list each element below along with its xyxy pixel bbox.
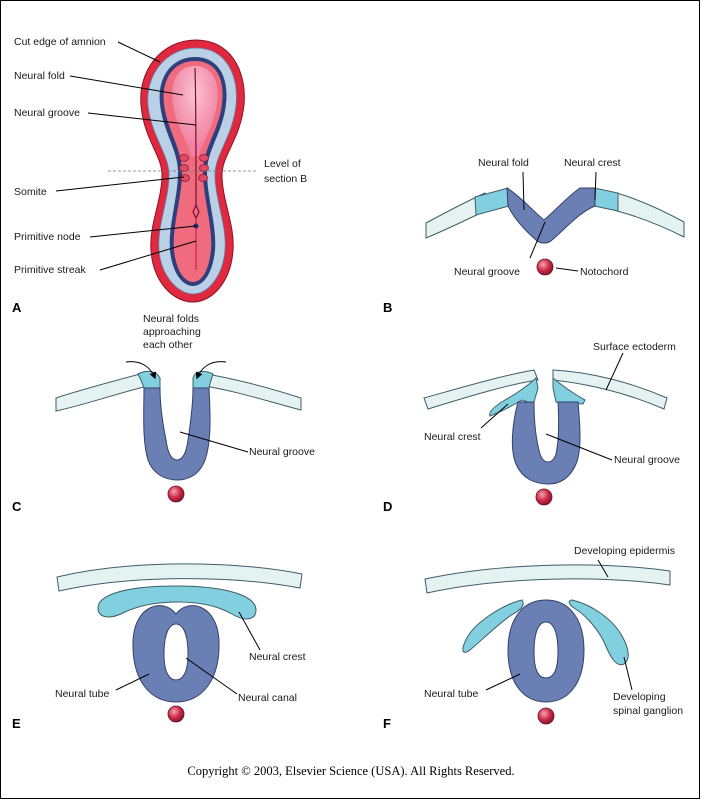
label-spinal-ganglion: spinal ganglion — [613, 705, 683, 717]
surface-ectoderm-d-left — [423, 369, 539, 410]
panel-letter-c: C — [12, 499, 22, 514]
label-notochord-b: Notochord — [580, 266, 629, 278]
surface-ectoderm-d-right — [552, 369, 668, 410]
leader-neural-tube-e — [115, 673, 150, 691]
notochord-d — [535, 488, 553, 506]
leader-neural-fold-b — [522, 171, 525, 211]
embryo-dorsal-view — [140, 39, 245, 303]
panel-f: Developing epidermis Neural tube Develop… — [383, 545, 683, 731]
spinal-ganglion-f-right — [568, 599, 629, 666]
label-section-b: section B — [264, 173, 307, 185]
label-approaching: approaching — [143, 326, 201, 338]
label-neural-crest-b: Neural crest — [564, 157, 621, 169]
copyright-notice: Copyright © 2003, Elsevier Science (USA)… — [187, 764, 514, 778]
label-neural-crest-e: Neural crest — [249, 651, 306, 663]
leader-cut-edge — [117, 41, 161, 63]
label-neural-canal: Neural canal — [238, 692, 297, 704]
surface-ectoderm-c-left — [55, 373, 149, 412]
neural-plate — [172, 66, 218, 156]
neural-crest-b-right — [593, 187, 619, 212]
notochord-e — [167, 705, 185, 723]
neural-tube-f — [507, 599, 585, 703]
label-neural-tube-f: Neural tube — [424, 688, 478, 700]
leader-notochord-b — [555, 267, 579, 272]
leader-neural-groove-a — [87, 112, 197, 126]
neural-crest-c-right — [192, 370, 214, 389]
label-primitive-streak: Primitive streak — [14, 264, 87, 276]
neural-tube-e — [132, 605, 220, 703]
leader-neural-crest-e — [238, 611, 261, 651]
neural-groove-line — [192, 67, 200, 220]
leader-primitive-node — [89, 225, 197, 238]
label-each-other: each other — [143, 339, 193, 351]
leader-neural-groove-c — [179, 431, 249, 453]
label-developing-epidermis: Developing epidermis — [574, 545, 675, 557]
label-primitive-node: Primitive node — [14, 231, 81, 243]
neural-crest-b-left — [474, 187, 510, 216]
label-surface-ectoderm: Surface ectoderm — [593, 341, 676, 353]
label-cut-edge-of-amnion: Cut edge of amnion — [14, 36, 106, 48]
leader-neural-groove-b — [529, 221, 546, 259]
leader-primitive-streak — [99, 240, 197, 271]
neural-groove-tissue-c — [143, 387, 211, 481]
panel-b: Neural fold Neural crest Neural groove N… — [383, 157, 685, 315]
label-somite: Somite — [14, 186, 47, 198]
leader-neural-tube-f — [485, 673, 521, 691]
panel-a: Cut edge of amnion Neural fold Neural gr… — [12, 36, 307, 315]
label-neural-fold-a: Neural fold — [14, 70, 65, 82]
label-developing: Developing — [613, 691, 666, 703]
leader-surface-ectoderm — [605, 352, 624, 391]
label-neural-groove-d: Neural groove — [614, 454, 680, 466]
panel-c: Neural folds approaching each other Neur… — [12, 313, 315, 514]
panel-letter-a: A — [12, 300, 22, 315]
leader-neural-groove-d — [545, 433, 613, 461]
notochord-f — [537, 707, 555, 725]
leader-neural-crest-d — [480, 403, 509, 429]
label-neural-groove-c: Neural groove — [249, 446, 315, 458]
neural-plate-b — [506, 187, 596, 244]
surface-ectoderm-c-right — [204, 373, 302, 411]
leader-developing-epidermis — [597, 559, 609, 578]
panel-letter-b: B — [383, 300, 392, 315]
arrow-fold-right — [195, 361, 227, 380]
label-neural-folds: Neural folds — [143, 313, 199, 325]
leader-neural-crest-b — [594, 171, 597, 201]
neural-crest-e — [97, 585, 257, 620]
label-neural-tube-e: Neural tube — [55, 688, 109, 700]
neural-groove-tissue-d — [511, 401, 581, 485]
notochord-c — [167, 485, 185, 503]
surface-ectoderm-b-right — [616, 192, 685, 238]
label-level-of: Level of — [264, 158, 301, 170]
panel-e: Neural crest Neural tube Neural canal E — [12, 563, 306, 731]
surface-ectoderm-e — [56, 563, 303, 592]
notochord-b — [536, 258, 554, 276]
label-neural-fold-b: Neural fold — [478, 157, 529, 169]
leader-somite — [55, 176, 185, 192]
label-neural-groove-b: Neural groove — [454, 266, 520, 278]
arrow-fold-left — [125, 361, 157, 380]
spinal-ganglion-f-left — [462, 599, 524, 653]
panel-d: Surface ectoderm Neural crest Neural gro… — [383, 341, 680, 514]
panel-letter-e: E — [12, 716, 21, 731]
leader-neural-fold-a — [69, 75, 184, 96]
leader-neural-canal — [185, 657, 238, 695]
developing-epidermis-f — [424, 564, 671, 594]
panel-letter-f: F — [383, 716, 391, 731]
label-neural-crest-d: Neural crest — [424, 431, 481, 443]
panel-letter-d: D — [383, 499, 392, 514]
somites — [179, 154, 209, 182]
leader-spinal-ganglion — [623, 656, 633, 691]
label-neural-groove-a: Neural groove — [14, 107, 80, 119]
